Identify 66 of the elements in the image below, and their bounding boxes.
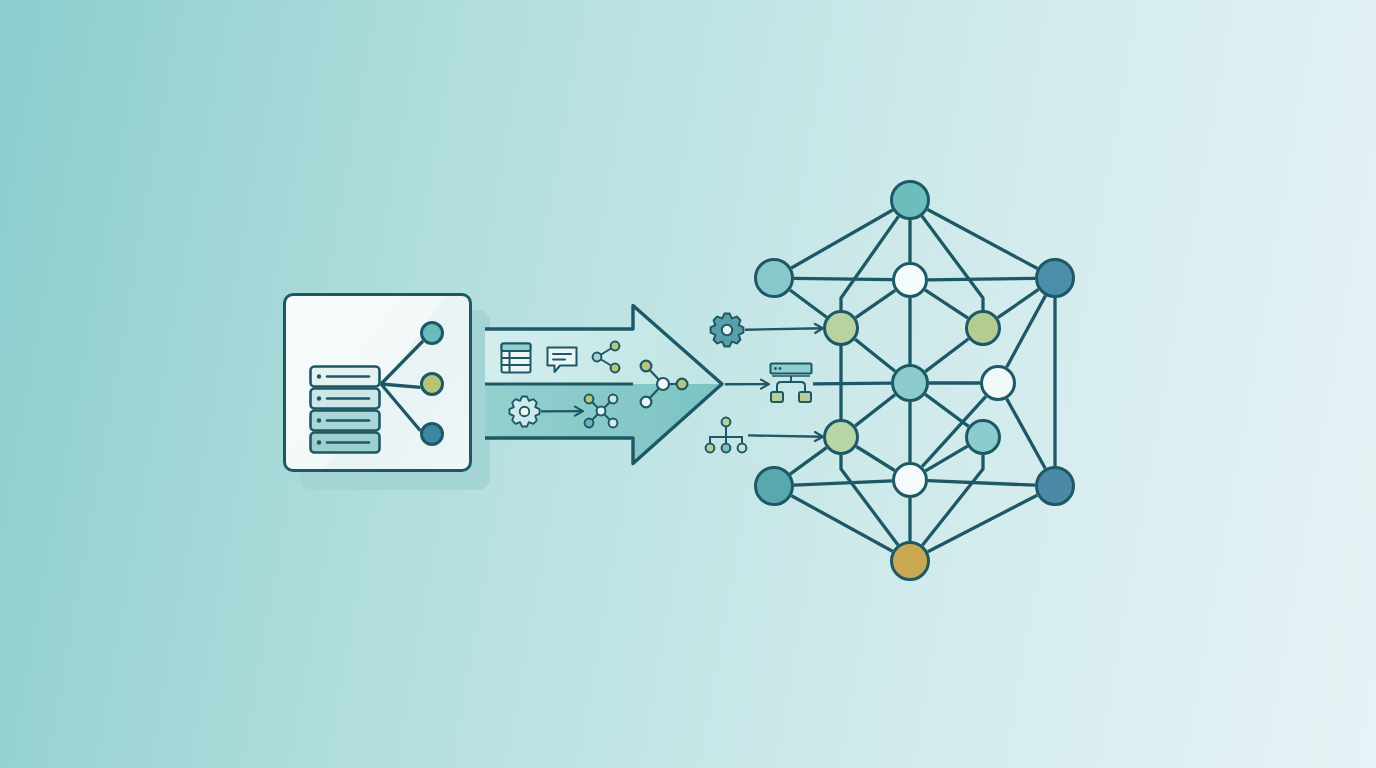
connector-line [839, 215, 900, 310]
circle-node [892, 462, 928, 498]
connector-line [927, 479, 1036, 487]
circle-node [1035, 466, 1075, 506]
connector-line [924, 392, 970, 428]
connector-line [926, 208, 1039, 270]
circle-node [1035, 258, 1075, 298]
connector-line [793, 276, 893, 282]
server-stack-icon [309, 365, 381, 455]
gear-icon [709, 312, 745, 348]
circle-node [980, 365, 1016, 401]
circle-node [890, 180, 930, 220]
connector-line [854, 288, 897, 320]
circle-node [823, 419, 859, 455]
connector-line [839, 346, 843, 419]
connector-line [854, 393, 896, 428]
connector-line [929, 381, 980, 385]
connector-line [924, 444, 969, 473]
connector-line [920, 215, 985, 310]
connector-line [839, 455, 900, 546]
connector-line [927, 493, 1038, 554]
connector-line [1005, 294, 1047, 368]
connector-line [379, 339, 425, 386]
connector-line [924, 337, 970, 373]
hierarchy-icon [769, 362, 813, 406]
connector-line [793, 479, 893, 487]
connector-line [854, 337, 897, 373]
circle-node [754, 466, 794, 506]
circle-node [891, 364, 929, 402]
connector-line [790, 208, 894, 270]
connector-line [1005, 397, 1047, 470]
connector-line [379, 382, 422, 432]
circle-node [420, 422, 444, 446]
connector-line [921, 455, 985, 547]
connector-line [790, 494, 894, 553]
arrow [725, 378, 771, 390]
connector-line [908, 498, 912, 541]
org-chart-icon [704, 416, 748, 454]
arrow [747, 430, 825, 443]
arrow [541, 405, 585, 417]
connector-line [996, 288, 1040, 320]
circle-node [823, 310, 859, 346]
connector-line [908, 298, 912, 364]
circle-node [890, 541, 930, 581]
connector-line [380, 382, 421, 390]
card-panel [283, 293, 472, 472]
connector-line [908, 402, 912, 462]
connector-line [1053, 298, 1057, 466]
circle-node [965, 310, 1001, 346]
block-arrow [485, 302, 725, 467]
gear-icon [508, 395, 541, 428]
circle-node [965, 419, 1001, 455]
connector-line [855, 445, 896, 472]
connector-line [813, 381, 891, 386]
circle-node [754, 258, 794, 298]
circle-node [420, 372, 444, 396]
connector-line [789, 446, 828, 476]
connector-line [789, 288, 828, 319]
connector-line [908, 220, 912, 262]
connector-line [924, 288, 969, 320]
connector-line [927, 276, 1036, 282]
connector-line [920, 395, 988, 468]
circle-node [420, 321, 444, 345]
circle-node [892, 262, 928, 298]
network-icon [583, 393, 619, 429]
arrow [744, 322, 825, 335]
